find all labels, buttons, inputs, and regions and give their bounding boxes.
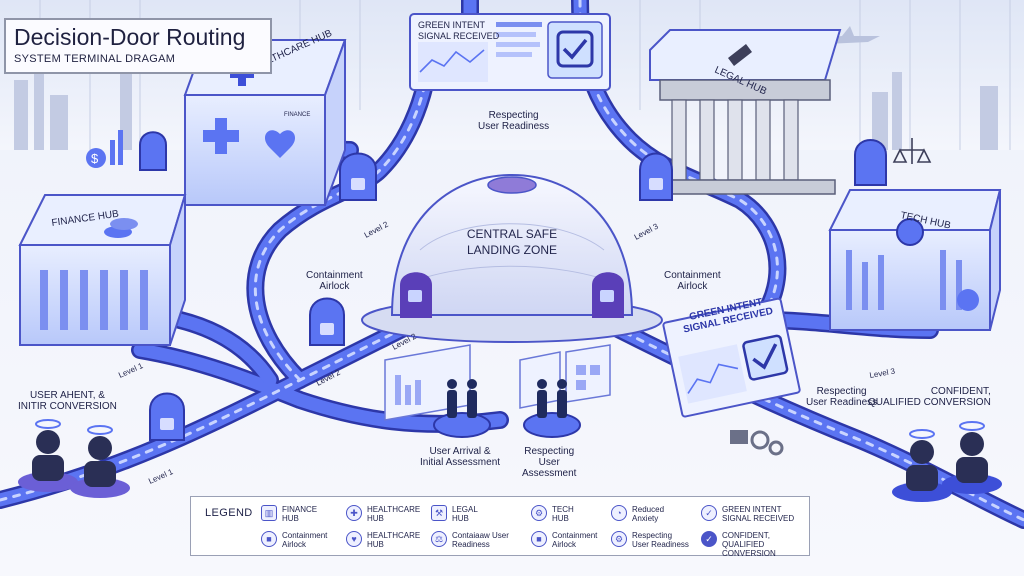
- tech-hub-icon: ⚙: [531, 505, 547, 521]
- lock-icon: [351, 178, 365, 190]
- halo-icon: [959, 421, 985, 431]
- lock-icon: ■: [531, 531, 547, 547]
- page-title: Decision-Door Routing: [14, 24, 246, 50]
- gavel-icon: [728, 44, 752, 66]
- legend-item-legal-hub: ⚒ LEGAL HUB: [431, 505, 478, 523]
- user-arrival-conversion-label: USER AHENT, & INITIR CONVERSION: [18, 390, 117, 412]
- green-intent-panel-top: [409, 13, 611, 91]
- heart-icon: ♥: [346, 531, 362, 547]
- lock-icon: [408, 290, 422, 302]
- legend-title: LEGEND: [205, 507, 253, 519]
- confident-conversion-label: CONFIDENT, QUALIFIED CONVERSION: [868, 386, 991, 408]
- legal-hub: [649, 29, 932, 195]
- respecting-readiness-top-label: Respecting User Readiness: [478, 110, 550, 132]
- finance-dollar-icon: $: [86, 130, 123, 168]
- title-card: Decision-Door Routing SYSTEM TERMINAL DR…: [4, 18, 272, 74]
- cloud-gear-icon: [957, 289, 979, 311]
- respecting-assessment-label: Respecting User Assessment: [522, 446, 577, 479]
- assessment-platforms: [433, 379, 581, 438]
- gear-icon: [896, 218, 924, 246]
- lock-icon: [600, 290, 614, 302]
- central-dome: [361, 173, 663, 343]
- check-icon: ✓: [701, 531, 717, 547]
- legend-item-respecting-readiness: ⚙ Respecting User Readiness: [611, 531, 689, 549]
- containment-airlock-left-label: Containment Airlock: [306, 270, 363, 292]
- legend-item-finance-hub: ▥ FINANCE HUB: [261, 505, 317, 523]
- finance-sign: FINANCE: [284, 112, 310, 118]
- reduced-anxiety-icon: ◔: [611, 505, 627, 521]
- legend-item-containment-airlock: ■ Containment Airlock: [261, 531, 327, 549]
- finance-hub-icon: ▥: [261, 505, 277, 521]
- containment-airlock-right-label: Containment Airlock: [664, 270, 721, 292]
- check-icon: [742, 334, 789, 381]
- converted-users: [892, 421, 1002, 502]
- lock-icon: [649, 178, 663, 190]
- legend-item-reduced-anxiety: ◔ Reduced Anxiety: [611, 505, 664, 523]
- arriving-users: [18, 419, 130, 498]
- green-intent-panel-right: [662, 297, 801, 418]
- dome-title-line1: CENTRAL SAFE: [467, 227, 557, 241]
- legend-item-tech-hub: ⚙ TECH HUB: [531, 505, 574, 523]
- legend: LEGEND ▥ FINANCE HUB ✚ HEALTHCARE HUB ⚒ …: [190, 496, 810, 558]
- heart-icon: [264, 130, 296, 158]
- legend-item-green-intent: ✓ GREEN INTENT SIGNAL RECEIVED: [701, 505, 794, 523]
- svg-text:$: $: [91, 151, 99, 166]
- lock-icon: ■: [261, 531, 277, 547]
- legend-item-healthcare-heart: ♥ HEALTHCARE HUB: [346, 531, 420, 549]
- finance-hub: [18, 194, 187, 346]
- green-intent-icon: ✓: [701, 505, 717, 521]
- legend-item-user-readiness: ⚖ Contaiaaw User Readiness: [431, 531, 509, 549]
- user-arrival-label: User Arrival & Initial Assessment: [420, 446, 501, 468]
- halo-icon: [35, 419, 61, 429]
- lock-icon: [320, 323, 334, 335]
- legend-item-healthcare-hub: ✚ HEALTHCARE HUB: [346, 505, 420, 523]
- scales-icon: [892, 138, 932, 164]
- healthcare-cross-icon: [230, 62, 254, 86]
- gear-icon: [730, 430, 784, 456]
- gear-icon: ⚙: [611, 531, 627, 547]
- legal-hub-icon: ⚒: [431, 505, 447, 521]
- legend-item-containment-airlock-2: ■ Containment Airlock: [531, 531, 597, 549]
- green-intent-top-label: GREEN INTENT SIGNAL RECEIVED: [418, 20, 500, 41]
- halo-icon: [87, 425, 113, 435]
- respecting-readiness-right-label: Respecting User Readiness: [806, 386, 878, 408]
- check-icon: [556, 30, 594, 68]
- healthcare-hub-icon: ✚: [346, 505, 362, 521]
- containment-airlocks: [139, 131, 887, 441]
- legend-item-confident-conversion: ✓ CONFIDENT, QUALIFIED CONVERSION: [701, 531, 809, 558]
- dome-title-line2: LANDING ZONE: [467, 243, 557, 257]
- tech-hub: [828, 189, 1002, 331]
- scales-icon: ⚖: [431, 531, 447, 547]
- medical-cross-icon: [203, 118, 239, 154]
- page-subtitle: SYSTEM TERMINAL DRAGAM: [14, 53, 176, 65]
- halo-icon: [909, 429, 935, 439]
- lock-icon: [160, 418, 174, 430]
